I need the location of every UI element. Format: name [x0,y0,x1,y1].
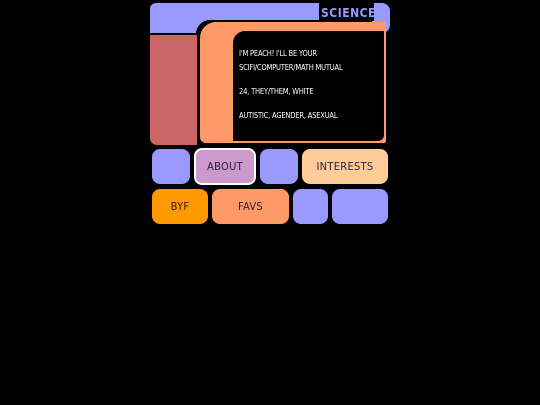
info-panel: I'M PEACH! I'LL BE YOUR SCIFI/COMPUTER/M… [233,31,384,141]
blank-button-2[interactable] [260,149,298,184]
blank-button-3[interactable] [293,189,328,224]
about-button[interactable]: ABOUT [194,148,256,185]
science-label-background [319,3,374,21]
favs-button[interactable]: FAVS [212,189,289,224]
byf-button[interactable]: BYF [152,189,208,224]
left-column-bar [150,35,197,145]
blank-button-1[interactable] [152,149,190,184]
blank-button-4[interactable] [332,189,388,224]
info-line-identity: 24, THEY/THEM, WHITE [239,87,314,96]
info-line-intro: I'M PEACH! I'LL BE YOUR SCIFI/COMPUTER/M… [239,49,343,72]
interests-button[interactable]: INTERESTS [302,149,388,184]
info-line-traits: AUTISTIC, AGENDER, ASEXUAL [239,111,338,120]
section-title: SCIENCE [321,6,376,20]
